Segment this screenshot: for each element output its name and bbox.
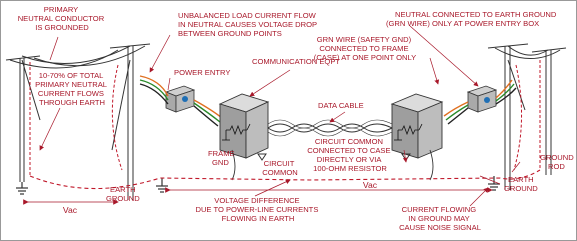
label-circuit-common-case: CIRCUIT COMMON CONNECTED TO CASE DIRECTL…	[307, 137, 392, 173]
leader-lines	[39, 25, 521, 207]
label-current-flowing: CURRENT FLOWING IN GROUND MAY CAUSE NOIS…	[399, 205, 481, 232]
label-neutral-connected: NEUTRAL CONNECTED TO EARTH GROUND (GRN W…	[386, 10, 558, 28]
circuit-common-symbols	[257, 153, 411, 161]
label-data-cable: DATA CABLE	[318, 101, 364, 110]
power-entry-box-left	[164, 85, 196, 113]
earth-current-line	[29, 169, 541, 190]
power-entry-box-right	[466, 85, 498, 113]
label-vac-left: Vac	[63, 205, 78, 215]
label-ground-rod: GROUND ROD	[540, 153, 576, 171]
left-ground-rods	[16, 178, 168, 195]
label-unbalanced-load: UNBALANCED LOAD CURRENT FLOW IN NEUTRAL …	[178, 11, 319, 38]
label-grn-wire: GRN WIRE (SAFETY GND) CONNECTED TO FRAME…	[314, 35, 416, 62]
data-cable	[267, 119, 393, 137]
label-power-entry: POWER ENTRY	[174, 68, 230, 77]
label-earth-ground-right: EARTH GROUND	[504, 175, 538, 193]
service-wires-left	[139, 75, 223, 127]
label-percent-current: 10-70% OF TOTAL PRIMARY NEUTRAL CURRENT …	[35, 71, 109, 107]
service-wires-right	[443, 79, 517, 125]
label-earth-ground-left: EARTH GROUND	[106, 185, 140, 203]
left-neutral-dashed	[29, 62, 123, 175]
left-utility-poles	[5, 43, 151, 200]
right-utility-poles	[487, 43, 567, 190]
label-circuit-common: CIRCUIT COMMON	[262, 159, 297, 177]
comm-eqpt-right	[390, 93, 444, 159]
comm-eqpt-left	[218, 93, 270, 159]
label-primary-neutral: PRIMARY NEUTRAL CONDUCTOR IS GROUNDED	[18, 5, 107, 32]
label-vac-right: Vac	[363, 180, 378, 190]
right-neutral-dashed	[513, 60, 541, 171]
equipment-ground-wires	[231, 149, 434, 181]
label-voltage-difference: VOLTAGE DIFFERENCE DUE TO POWER-LINE CUR…	[195, 196, 320, 223]
label-frame-gnd: FRAME GND	[208, 149, 237, 167]
label-communication-eqpt: COMMUNICATION EQPT	[252, 57, 340, 66]
